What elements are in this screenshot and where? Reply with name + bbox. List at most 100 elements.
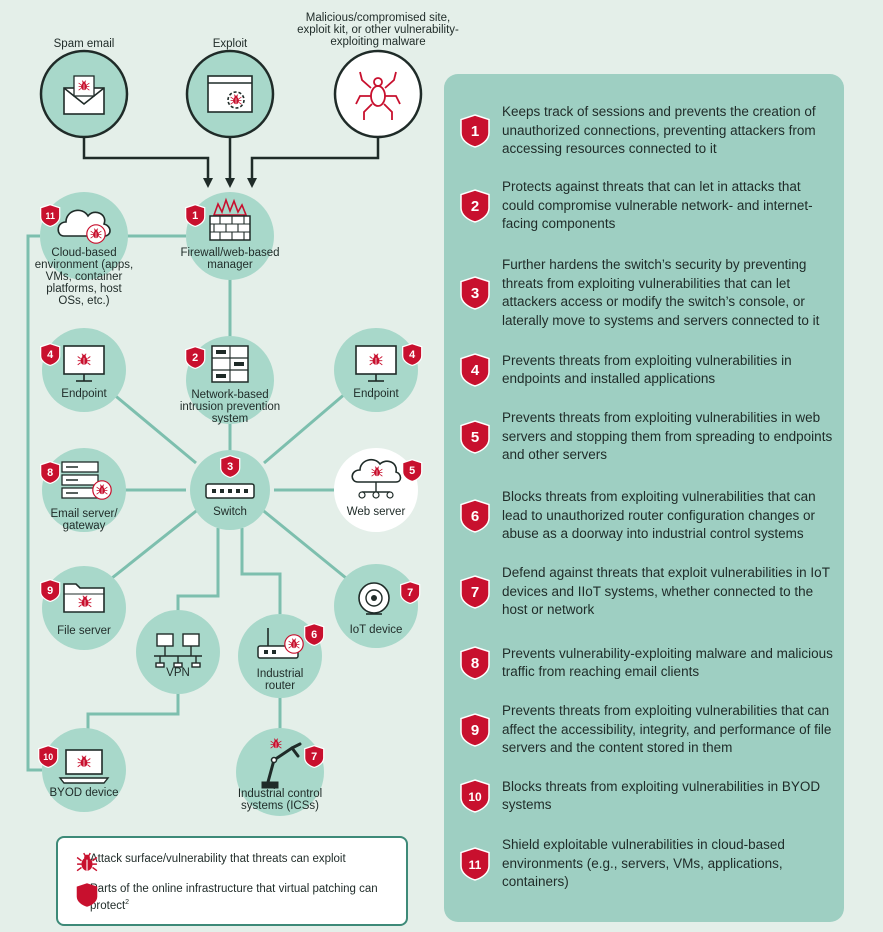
shield-icon (76, 883, 98, 907)
shield-badge-number: 4 (471, 362, 480, 379)
email-server-icon (61, 461, 111, 499)
shield-badge-number: 10 (468, 790, 482, 804)
firewall-badge: 1 (185, 204, 206, 228)
shield-badge-number: 9 (471, 722, 479, 739)
svg-text:6: 6 (311, 629, 317, 641)
web-server-label: Web server (346, 506, 406, 518)
iot-camera-icon (358, 582, 390, 615)
svg-text:7: 7 (311, 751, 317, 763)
laptop-icon (58, 749, 110, 784)
connectors (26, 234, 347, 772)
web-cloud-icon (351, 458, 402, 499)
protection-item-text: Prevents vulnerability-exploiting malwar… (502, 645, 833, 680)
iot-node (334, 564, 418, 648)
malicious-site-label: Malicious/compromised site,exploit kit, … (297, 12, 459, 48)
spam-email-label: Spam email (53, 38, 115, 50)
shield-badge-icon: 1 (460, 114, 490, 148)
ics-node (236, 728, 324, 816)
svg-text:9: 9 (47, 585, 53, 597)
web-server-node (334, 448, 418, 532)
ics-badge: 7 (304, 745, 325, 769)
svg-text:1: 1 (192, 210, 198, 222)
byod-label: BYOD device (49, 787, 119, 799)
protection-item-text: Blocks threats from exploiting vulnerabi… (502, 489, 816, 542)
monitor-icon (355, 345, 397, 382)
protection-item: 4 Prevents threats from exploiting vulner… (460, 330, 835, 410)
spam-email-node (39, 49, 129, 139)
switch-badge: 3 (220, 455, 241, 479)
protection-item: 10 Blocks threats from exploiting vulnera… (460, 756, 835, 836)
svg-text:5: 5 (409, 465, 415, 477)
robot-arm-icon (261, 742, 302, 789)
shield-badge-icon: 4 (460, 353, 490, 387)
switch-label: Switch (213, 506, 247, 518)
endpoint-right-badge: 4 (402, 343, 423, 367)
shield-badge-icon: 2 (460, 189, 490, 223)
industrial-router-node (238, 614, 322, 698)
shield-badge-number: 3 (471, 285, 479, 302)
svg-text:2: 2 (192, 352, 198, 364)
svg-text:4: 4 (409, 349, 415, 361)
svg-text:3: 3 (227, 461, 233, 473)
iot-badge: 7 (400, 581, 421, 605)
file-server-badge: 9 (40, 579, 61, 603)
monitor-icon (63, 345, 105, 382)
svg-text:11: 11 (46, 211, 55, 221)
firewall-node (186, 192, 274, 280)
email-server-label: Email server/gateway (50, 508, 118, 532)
shield-badge-icon: 8 (460, 646, 490, 680)
email-server-badge: 8 (40, 461, 61, 485)
exploit-node (185, 49, 275, 139)
shield-badge-number: 5 (471, 429, 479, 446)
legend-protect-row: Parts of the online infrastructure that … (76, 882, 380, 913)
shield-badge-icon: 9 (460, 713, 490, 747)
shield-badge-icon: 5 (460, 420, 490, 454)
shield-badge-number: 8 (471, 655, 479, 672)
exploit-label: Exploit (212, 38, 248, 50)
cloud-node (40, 192, 128, 280)
shield-badge-icon: 7 (460, 575, 490, 609)
shield-badge-number: 7 (471, 584, 479, 601)
protection-item-text: Prevents threats from exploiting vulnera… (502, 410, 833, 463)
shield-badge-icon: 6 (460, 499, 490, 533)
svg-text:4: 4 (47, 349, 53, 361)
protection-item: 6 Blocks threats from exploiting vulnerab… (460, 476, 835, 556)
byod-badge: 10 (38, 745, 59, 769)
vpn-network-icon (154, 633, 202, 668)
endpoint-right-node (334, 328, 418, 412)
nips-node (186, 336, 274, 424)
protection-item-text: Further hardens the switch’s security by… (502, 257, 820, 328)
legend-protect-text: Parts of the online infrastructure that … (90, 883, 378, 912)
protection-item-text: Blocks threats from exploiting vulnerabi… (502, 778, 821, 813)
envelope-icon (63, 75, 105, 115)
svg-text:7: 7 (407, 587, 413, 599)
shield-badge-number: 1 (471, 123, 479, 140)
byod-node (42, 728, 126, 812)
bug-icon (76, 852, 98, 874)
vpn-label: VPN (166, 667, 190, 679)
exploit-window-icon (207, 75, 253, 113)
legend-attack-row: Attack surface/vulnerability that threat… (76, 852, 346, 866)
email-server-node (42, 448, 126, 532)
protection-item-text: Prevents threats from exploiting vulnera… (502, 352, 792, 387)
endpoint-left-badge: 4 (40, 343, 61, 367)
spider-malware-icon (355, 71, 401, 120)
file-server-node (42, 566, 126, 650)
shield-badge-number: 2 (471, 198, 479, 215)
protection-item-text: Defend against threats that exploit vuln… (502, 565, 830, 618)
shield-badge-icon: 11 (460, 847, 490, 881)
shield-badge-number: 6 (471, 508, 479, 525)
protection-item: 8 Prevents vulnerability-exploiting malwa… (460, 623, 835, 703)
router-badge: 6 (304, 623, 325, 647)
